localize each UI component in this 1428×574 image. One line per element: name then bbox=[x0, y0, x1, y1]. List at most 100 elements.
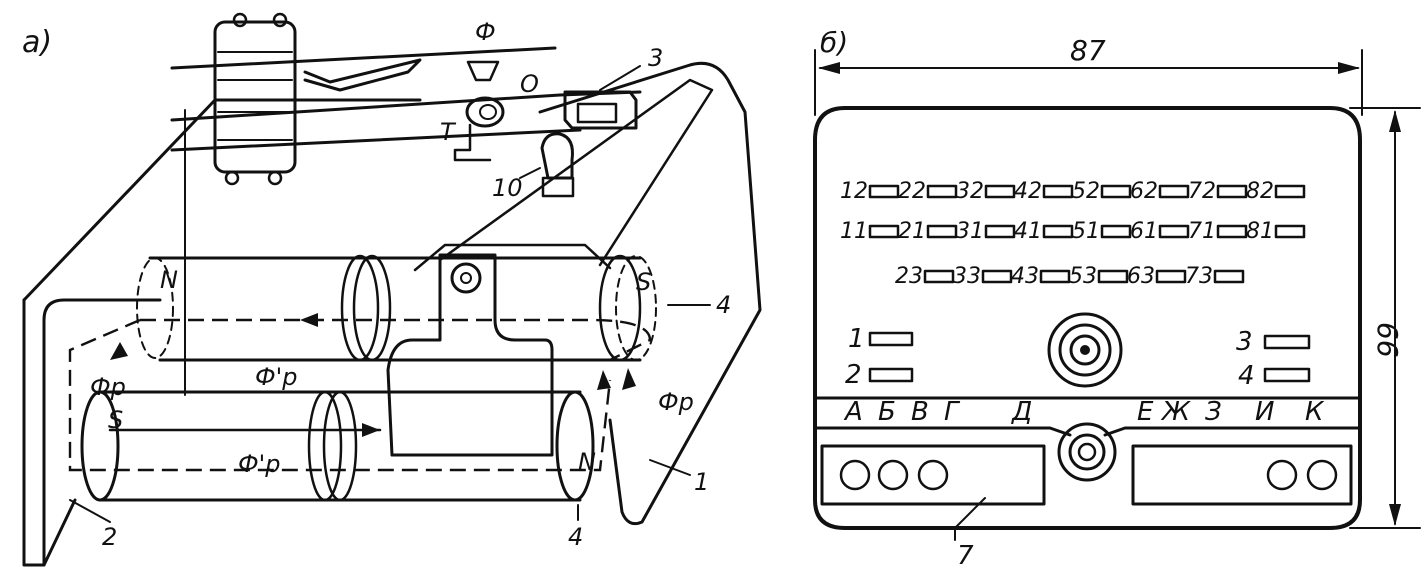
key-number-label: 51 bbox=[1072, 219, 1100, 244]
rail-1 bbox=[170, 46, 557, 70]
key-number-label: 73 bbox=[1185, 264, 1213, 289]
label-phi-p-prime-bottom: Ф'р bbox=[238, 450, 281, 478]
key-number-label: 42 bbox=[1014, 179, 1042, 204]
right-key-label: 3 bbox=[1236, 327, 1253, 357]
label-3: 3 bbox=[648, 44, 663, 72]
left-key-label: 1 bbox=[848, 324, 865, 354]
key-number-label: 33 bbox=[953, 264, 981, 289]
key-slot bbox=[868, 184, 900, 199]
key-number-label: 12 bbox=[840, 179, 868, 204]
label-phi-p-prime-top: Ф'р bbox=[255, 363, 298, 391]
key-slot bbox=[1274, 224, 1306, 239]
pivot bbox=[450, 262, 482, 294]
label-phi-p-left: Фр bbox=[90, 373, 126, 401]
knob-ring bbox=[1077, 442, 1097, 462]
key-number-label: 23 bbox=[895, 264, 923, 289]
key-slot bbox=[1042, 184, 1074, 199]
key-slot bbox=[984, 224, 1016, 239]
right-key-label: 4 bbox=[1238, 361, 1255, 391]
figure-a: а) Ф О bbox=[22, 12, 762, 567]
label-n-top: N bbox=[160, 266, 178, 294]
upper-magnet-end-s bbox=[598, 254, 642, 362]
upper-magnet-band bbox=[340, 254, 380, 362]
leader-2 bbox=[69, 499, 111, 523]
right-key-slot bbox=[1263, 334, 1311, 350]
center-target bbox=[1047, 312, 1123, 388]
key-slot bbox=[1158, 184, 1190, 199]
key-number-label: 62 bbox=[1130, 179, 1158, 204]
key-number-label: 43 bbox=[1011, 264, 1039, 289]
key-number-label: 21 bbox=[898, 219, 926, 244]
armature-block bbox=[386, 253, 554, 457]
key-slot bbox=[1039, 269, 1071, 284]
upper-magnet-outline bbox=[148, 256, 642, 362]
letter-label: Д bbox=[1011, 397, 1032, 427]
dim-width-value: 87 bbox=[1070, 34, 1106, 67]
indicator-lamp bbox=[839, 459, 871, 491]
letter-label: Ж bbox=[1160, 397, 1191, 427]
letter-label: Г bbox=[944, 397, 961, 427]
coil-knob bbox=[232, 12, 248, 28]
arrowhead bbox=[362, 423, 380, 437]
coil-body bbox=[213, 20, 297, 174]
lower-magnet-band bbox=[322, 390, 358, 502]
target-center bbox=[1080, 345, 1090, 355]
letter-label: З bbox=[1205, 397, 1222, 427]
key-number-label: 82 bbox=[1246, 179, 1274, 204]
lower-magnet: S N bbox=[80, 390, 596, 502]
leader-10 bbox=[519, 167, 541, 179]
left-keys: 1 2 bbox=[845, 324, 914, 390]
contact-phi bbox=[466, 60, 500, 82]
indicator-lamp bbox=[917, 459, 949, 491]
component-10-base bbox=[541, 176, 575, 198]
rail-3 bbox=[170, 128, 582, 152]
indicator-lamp bbox=[1306, 459, 1338, 491]
key-slot bbox=[926, 184, 958, 199]
coil-knob bbox=[267, 170, 283, 186]
armature-body bbox=[386, 253, 554, 457]
upper-magnet-end-n bbox=[136, 257, 174, 359]
left-key-slot bbox=[868, 367, 914, 383]
component-3-body bbox=[563, 90, 638, 130]
panel-label-a: а) bbox=[22, 25, 52, 60]
dim-arrow bbox=[1338, 62, 1360, 74]
key-slot bbox=[981, 269, 1013, 284]
base-plate-left-wall bbox=[22, 298, 77, 567]
side-panel-top-face bbox=[438, 78, 714, 267]
arrowhead bbox=[110, 342, 128, 360]
dim-arrow bbox=[818, 62, 840, 74]
dim-arrow bbox=[1389, 504, 1401, 526]
key-slot bbox=[1155, 269, 1187, 284]
right-keys: 3 4 bbox=[1236, 327, 1311, 391]
letter-label: Е bbox=[1137, 397, 1154, 427]
lower-magnet-band bbox=[307, 390, 343, 502]
flux-path-upper bbox=[140, 318, 652, 362]
key-number-label: 61 bbox=[1130, 219, 1158, 244]
target-ring bbox=[1047, 312, 1123, 388]
coil-windings bbox=[217, 51, 293, 141]
bracket-t bbox=[453, 123, 492, 162]
key-slot bbox=[926, 224, 958, 239]
key-number-label: 32 bbox=[956, 179, 984, 204]
upper-magnet: N S bbox=[136, 254, 657, 362]
pulley-outer bbox=[465, 96, 505, 128]
key-slot bbox=[1216, 184, 1248, 199]
label-s-bottom: S bbox=[108, 406, 123, 434]
left-key-slot bbox=[868, 331, 914, 347]
key-number-label: 63 bbox=[1127, 264, 1155, 289]
bottom-window-left bbox=[820, 444, 1046, 506]
key-number-label: 41 bbox=[1014, 219, 1042, 244]
pulley-inner bbox=[479, 104, 497, 120]
leader-3 bbox=[599, 65, 641, 91]
label-4-bottom: 4 bbox=[568, 523, 583, 551]
label-phi: Ф bbox=[475, 18, 496, 46]
label-2: 2 bbox=[102, 523, 117, 551]
key-number-label: 11 bbox=[840, 219, 868, 244]
lower-magnet-end-s bbox=[80, 390, 120, 502]
label-10: 10 bbox=[492, 174, 523, 202]
knob-ring bbox=[1068, 433, 1106, 471]
label-n-bottom: N bbox=[578, 448, 596, 476]
armature-lever bbox=[303, 58, 422, 92]
